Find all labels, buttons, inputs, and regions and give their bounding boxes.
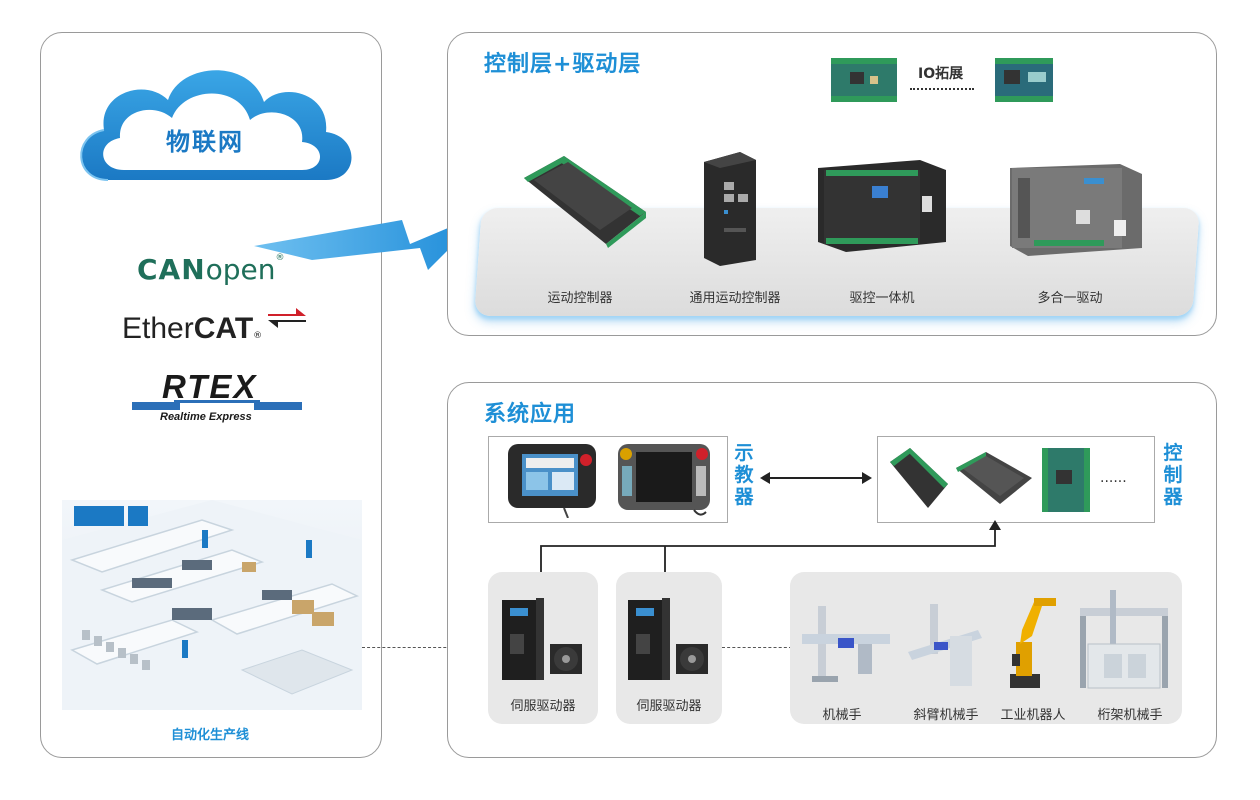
product-label-multi-axis-driver: 多合一驱动 <box>1037 291 1103 306</box>
canopen-logo-suffix: open <box>205 253 276 286</box>
servo-driver-1-label: 伺服驱动器 <box>510 699 576 714</box>
ethercat-arrows-icon <box>268 308 306 328</box>
ethercat-logo-suffix: CAT <box>193 312 254 345</box>
ethercat-logo-prefix: Ether <box>122 312 194 345</box>
io-board-left-image <box>831 58 897 102</box>
robot-label-manipulator: 机械手 <box>822 708 862 723</box>
teach-pendant-2-image <box>618 444 710 516</box>
motion-controller-image <box>524 156 646 248</box>
teach-pendant-1-image <box>508 444 596 518</box>
teach-pendant-label: 示教器 <box>734 442 754 508</box>
production-line-label: 自动化生产线 <box>170 728 249 743</box>
io-expansion-label: IO拓展 <box>918 66 964 82</box>
inclined-arm-manipulator-image <box>908 604 982 686</box>
servo-driver-1-image <box>502 598 582 680</box>
production-line-image <box>62 500 362 710</box>
industrial-robot-image <box>1010 598 1056 688</box>
multi-axis-driver-image <box>1010 164 1142 256</box>
robot-label-gantry: 桁架机械手 <box>1097 708 1163 723</box>
io-dotted-line <box>910 88 974 90</box>
lightning-bolt-icon <box>254 212 486 270</box>
controller-2-image <box>956 452 1032 504</box>
drive-control-integrated-image <box>818 160 946 252</box>
controller-1-image <box>890 448 948 508</box>
product-label-motion-controller: 运动控制器 <box>547 291 613 306</box>
ethercat-logo: EtherCAT® <box>122 312 263 345</box>
servo-driver-2-label: 伺服驱动器 <box>636 699 702 714</box>
rtex-logo-subtitle: Realtime Express <box>160 411 252 423</box>
robot-label-inclined-arm: 斜臂机械手 <box>913 708 979 723</box>
controller-3-image <box>1042 448 1090 512</box>
cloud-label: 物联网 <box>166 128 244 156</box>
controller-more-dots: ...... <box>1100 470 1127 486</box>
manipulator-robot-image <box>802 606 890 682</box>
control-drive-title: 控制层+驱动层 <box>484 52 642 77</box>
system-application-title: 系统应用 <box>484 402 577 427</box>
io-board-right-image <box>995 58 1053 102</box>
servo-controller-connector <box>540 520 1001 574</box>
product-label-drive-control-integrated: 驱控一体机 <box>849 291 915 306</box>
dashed-connector-right <box>722 647 792 648</box>
product-label-general-motion-controller: 通用运动控制器 <box>689 291 781 306</box>
cloud-icon <box>80 70 352 181</box>
general-motion-controller-image <box>704 152 756 266</box>
gantry-manipulator-image <box>1080 590 1168 689</box>
robot-label-industrial: 工业机器人 <box>1000 708 1066 723</box>
canopen-logo: CANopen® <box>137 253 285 286</box>
rtex-logo-bars <box>132 400 302 410</box>
bidirectional-arrow-icon <box>760 472 872 484</box>
rtex-logo-title: RTEX <box>162 368 258 405</box>
servo-driver-2-image <box>628 598 708 680</box>
canopen-logo-prefix: CAN <box>137 253 206 286</box>
controller-label: 控制器 <box>1163 442 1183 508</box>
dashed-connector-left <box>362 647 492 648</box>
